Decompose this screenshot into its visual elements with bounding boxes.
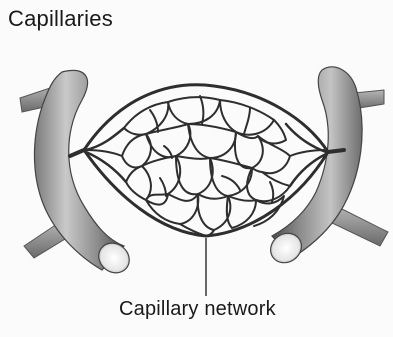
page-title: Capillaries (8, 6, 113, 32)
capillary-network-label: Capillary network (119, 298, 276, 321)
capillary-outflow (328, 150, 344, 152)
